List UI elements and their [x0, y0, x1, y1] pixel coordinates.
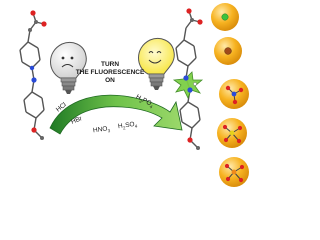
anion-sphere-nitrate [219, 79, 249, 109]
acid-label-hno3: HNO3 [93, 125, 111, 135]
svg-text:H2SO4: H2SO4 [118, 121, 139, 132]
acid-label-h3po4: H3PO4 [134, 93, 155, 109]
chloride-ion [221, 13, 229, 21]
protonation-star-icon [172, 71, 204, 99]
headline-line-1: TURN [101, 61, 119, 68]
headline-line-2: THE FLUORESCENCE [76, 69, 145, 76]
carbon-atom [28, 28, 32, 32]
anion-sphere-chloride [211, 3, 239, 31]
anion-sphere-sulfate [217, 118, 247, 148]
oxygen-atom [197, 19, 203, 25]
acid-label-h2so4: H2SO4 [118, 121, 139, 132]
oxygen-atom [238, 177, 244, 183]
svg-text:HNO3: HNO3 [93, 125, 111, 135]
diagram-svg: TURN THE FLUORESCENCE ON HCl HBr HNO3 H2… [19, 3, 249, 187]
svg-text:H3PO4: H3PO4 [134, 93, 155, 109]
oxygen-atom [187, 137, 193, 143]
carbon-atom [34, 20, 38, 24]
oxygen-atom [222, 124, 228, 130]
nitrogen-atom [29, 65, 35, 71]
nitrogen-atom [231, 91, 237, 97]
left-molecule [19, 12, 45, 139]
oxygen-atom [237, 125, 243, 131]
right-molecule-atoms [183, 8, 203, 150]
acid-label-hbr: HBr [70, 115, 84, 126]
anion-sphere-phosphate [219, 157, 249, 187]
oxygen-atom [186, 8, 192, 14]
transformation-arrow [49, 94, 183, 135]
sulfur-atom [229, 130, 235, 136]
bromide-ion [224, 47, 232, 55]
oxygen-atom [41, 21, 47, 27]
carbon-atom [196, 146, 200, 150]
diagram-canvas: TURN THE FLUORESCENCE ON HCl HBr HNO3 H2… [19, 3, 249, 187]
oxygen-atom [224, 163, 230, 169]
nitrogen-atom [183, 75, 189, 81]
oxygen-atom [236, 138, 242, 144]
oxygen-atom [238, 87, 244, 93]
oxygen-atom [223, 137, 229, 143]
oxygen-atom [232, 99, 238, 105]
oxygen-atom [225, 176, 231, 182]
hydrogen-atom [193, 82, 197, 86]
nitrogen-atom [31, 77, 37, 83]
anion-sphere-bromide [214, 37, 242, 65]
bulb-off-icon [50, 42, 87, 94]
oxygen-atom [30, 10, 36, 16]
headline-line-3: ON [105, 77, 115, 84]
oxygen-atom [31, 127, 37, 133]
bulb-on-icon [138, 38, 175, 90]
oxygen-atom [225, 85, 231, 91]
carbon-atom [190, 18, 194, 22]
nitrogen-atom [187, 87, 193, 93]
phosphorus-atom [231, 169, 237, 175]
left-molecule-atoms [28, 10, 47, 140]
carbon-atom [40, 136, 44, 140]
oxygen-atom [239, 164, 245, 170]
